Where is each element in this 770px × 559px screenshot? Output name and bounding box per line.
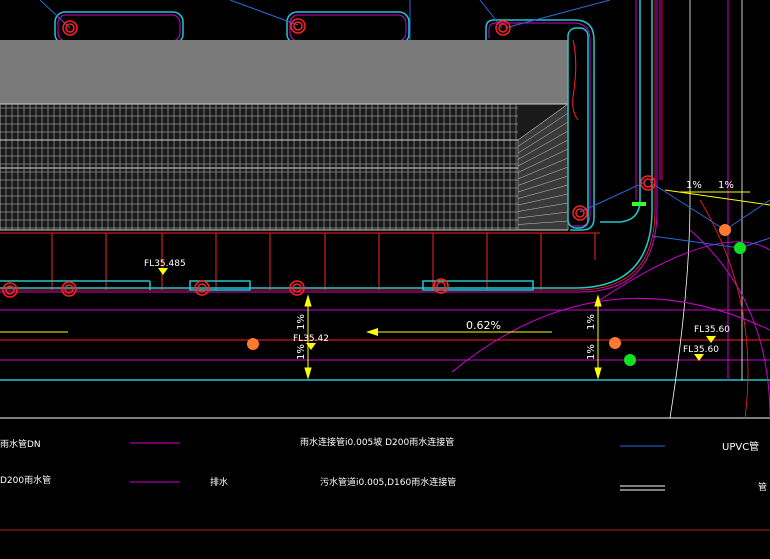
intersection-curves: [451, 0, 770, 419]
elevation-label: FL35.485: [144, 259, 186, 269]
legend-item-label: UPVC管: [722, 440, 759, 453]
slope-label: 1%: [296, 314, 307, 330]
manhole-icon[interactable]: [292, 283, 302, 293]
manhole-icon[interactable]: [293, 21, 303, 31]
manhole-icon[interactable]: [495, 20, 511, 36]
elevation-marker-3: FL35.60: [694, 325, 730, 343]
building-hatch-line: [517, 121, 569, 154]
manhole-icon[interactable]: [2, 282, 18, 298]
building-hatch-line: [517, 184, 569, 199]
orange-node[interactable]: [719, 224, 731, 236]
building-block: [0, 40, 569, 231]
manhole-icon[interactable]: [575, 208, 585, 218]
road-lines: [0, 309, 770, 531]
manhole-icon[interactable]: [498, 23, 508, 33]
building-hatch-line: [517, 103, 569, 141]
manhole-icon[interactable]: [643, 178, 653, 188]
manhole-icon[interactable]: [194, 280, 210, 296]
building-hatch-line: [517, 220, 569, 225]
manhole-icon[interactable]: [197, 283, 207, 293]
slope-label: 1%: [586, 314, 597, 330]
slope-label: 1%: [586, 344, 597, 360]
blue-pipes-top: [39, 0, 611, 40]
parking-curb: [0, 280, 534, 291]
manhole-icon[interactable]: [289, 280, 305, 296]
legend-item-label: 雨水管DN: [0, 438, 41, 450]
slope-label: 0.62%: [466, 319, 501, 332]
building-hatch-line: [517, 175, 569, 193]
manhole-icon[interactable]: [61, 281, 77, 297]
green-tag: [632, 202, 646, 206]
legend-item-label: 排水: [210, 476, 228, 488]
manhole-icon[interactable]: [572, 205, 588, 221]
manhole-icon[interactable]: [64, 284, 74, 294]
slope-arrow-main: [366, 328, 552, 336]
legend-item-label: D200雨水管: [0, 474, 51, 486]
building-hatch-line: [517, 193, 569, 206]
elevation-label: FL35.42: [293, 334, 329, 344]
elevation-marker-1: FL35.485: [144, 259, 186, 275]
slope-label: 1%: [718, 180, 734, 191]
orange-node[interactable]: [609, 337, 621, 349]
green-node[interactable]: [734, 242, 746, 254]
manhole-icon[interactable]: [62, 20, 78, 36]
elevation-label: FL35.60: [683, 345, 719, 355]
building-hatch-line: [517, 139, 569, 167]
legend-item-label: 管: [758, 481, 767, 493]
manholes: [2, 18, 656, 298]
manhole-icon[interactable]: [5, 285, 15, 295]
slope-label: 1%: [296, 344, 307, 360]
curb-lines: [0, 0, 658, 293]
elevation-marker-4: FL35.60: [683, 345, 719, 361]
dimension-lines: [304, 191, 750, 380]
slope-label: 1%: [686, 180, 702, 191]
legend-item-label: 污水管道i0.005,D160雨水连接管: [320, 476, 456, 488]
building-hatch-line: [517, 112, 569, 147]
building-hatch-line: [517, 166, 569, 186]
building-hatch-line: [517, 211, 569, 219]
building-hatch-line: [517, 157, 569, 180]
manhole-icon[interactable]: [65, 23, 75, 33]
manhole-icon[interactable]: [290, 18, 306, 34]
manhole-icon[interactable]: [436, 281, 446, 291]
legend: 雨水管DN D200雨水管 雨水连接管i0.005坡 D200雨水连接管 排水 …: [0, 436, 767, 493]
building-hatch-line: [517, 202, 569, 212]
building-hatch-line: [517, 148, 569, 173]
manhole-icon[interactable]: [433, 278, 449, 294]
elevation-label: FL35.60: [694, 325, 730, 335]
manhole-icon[interactable]: [640, 175, 656, 191]
orange-node[interactable]: [247, 338, 259, 350]
legend-item-label: 雨水连接管i0.005坡 D200雨水连接管: [300, 436, 454, 448]
elevation-marker-2: FL35.42: [293, 334, 329, 350]
green-node[interactable]: [624, 354, 636, 366]
building-hatch-line: [517, 130, 569, 160]
